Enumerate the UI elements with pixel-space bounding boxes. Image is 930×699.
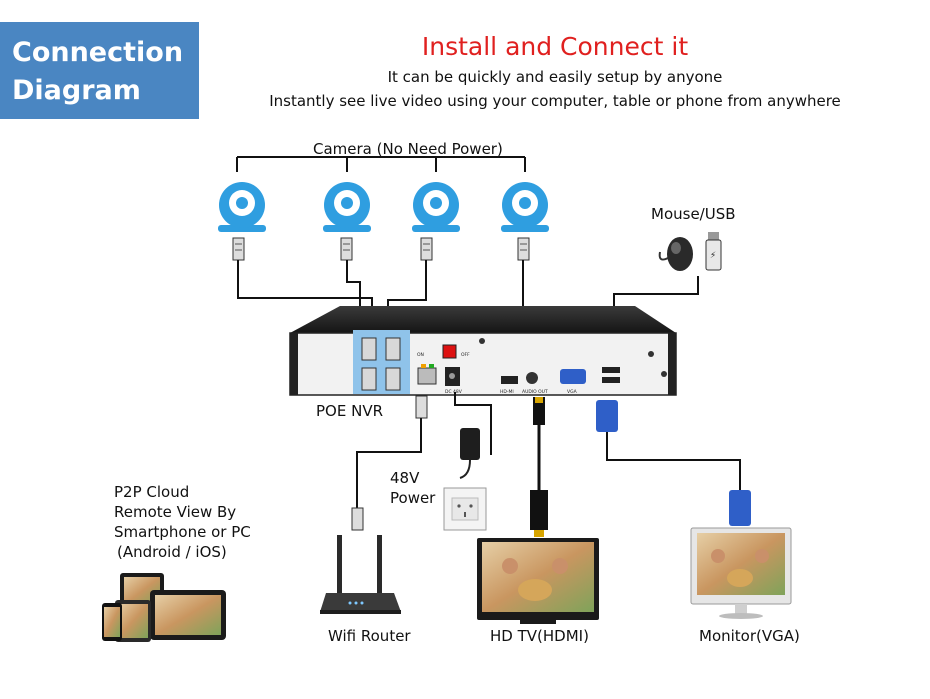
poe-nvr-device: [289, 306, 677, 396]
port-label-off: OFF: [461, 352, 470, 358]
badge-line-2: Diagram: [12, 75, 141, 106]
p2p-line-2: Remote View By: [114, 503, 237, 521]
mouse-icon: [658, 237, 693, 271]
lan-port: [417, 367, 437, 385]
mouse-usb-label: Mouse/USB: [651, 205, 736, 223]
subtitle-live-video: Instantly see live video using your comp…: [269, 92, 841, 110]
p2p-cloud-label: P2P Cloud Remote View By Smartphone or P…: [114, 482, 251, 562]
router-label: Wifi Router: [328, 627, 411, 645]
wall-outlet-icon: [443, 487, 487, 531]
port-label-on: ON: [417, 352, 424, 358]
port-label-hdmi: HD-MI: [500, 389, 514, 395]
camera-bracket: [236, 156, 526, 172]
svg-text:⚡: ⚡: [710, 251, 716, 261]
power-line-1: 48V: [390, 469, 420, 487]
nvr-label: POE NVR: [316, 402, 384, 420]
usb-stick-icon: ⚡: [705, 232, 722, 271]
audio-out-port: [526, 372, 538, 384]
power-label: 48V Power: [390, 468, 435, 508]
hdmi-port: [501, 376, 518, 384]
camera-icon: [218, 182, 266, 232]
port-label-dc: DC 48V: [445, 389, 463, 395]
tv-label: HD TV(HDMI): [490, 627, 589, 645]
camera-icon: [323, 182, 371, 232]
vga-cable: [596, 400, 751, 526]
badge-line-1: Connection: [12, 37, 184, 68]
hd-tv-icon: [477, 538, 599, 624]
hdmi-cable: [530, 397, 548, 537]
usb-port: [602, 367, 620, 373]
vga-monitor-icon: [690, 527, 792, 619]
usb-port: [602, 377, 620, 383]
camera-icon: [412, 182, 460, 232]
wifi-router-icon: [320, 535, 401, 614]
p2p-line-1: P2P Cloud: [114, 483, 190, 501]
camera-icon: [501, 182, 549, 232]
subtitle-setup: It can be quickly and easily setup by an…: [387, 68, 723, 86]
ethernet-plug-icon: [232, 237, 530, 261]
power-switch: [442, 344, 457, 359]
power-adapter-icon: [454, 392, 492, 479]
connection-diagram-badge: Connection Diagram: [0, 22, 199, 119]
p2p-line-4: (Android / iOS): [117, 543, 227, 561]
port-label-audio: AUDIO OUT: [522, 389, 548, 395]
port-label-vga: VGA: [567, 389, 578, 395]
mobile-devices-icon: [102, 573, 226, 642]
camera-label: Camera (No Need Power): [313, 140, 503, 158]
power-line-2: Power: [390, 489, 436, 507]
monitor-label: Monitor(VGA): [699, 627, 800, 645]
vga-port: [560, 369, 586, 384]
page-title: Install and Connect it: [421, 32, 689, 61]
lan-cable: [351, 395, 428, 531]
p2p-line-3: Smartphone or PC: [114, 523, 251, 541]
